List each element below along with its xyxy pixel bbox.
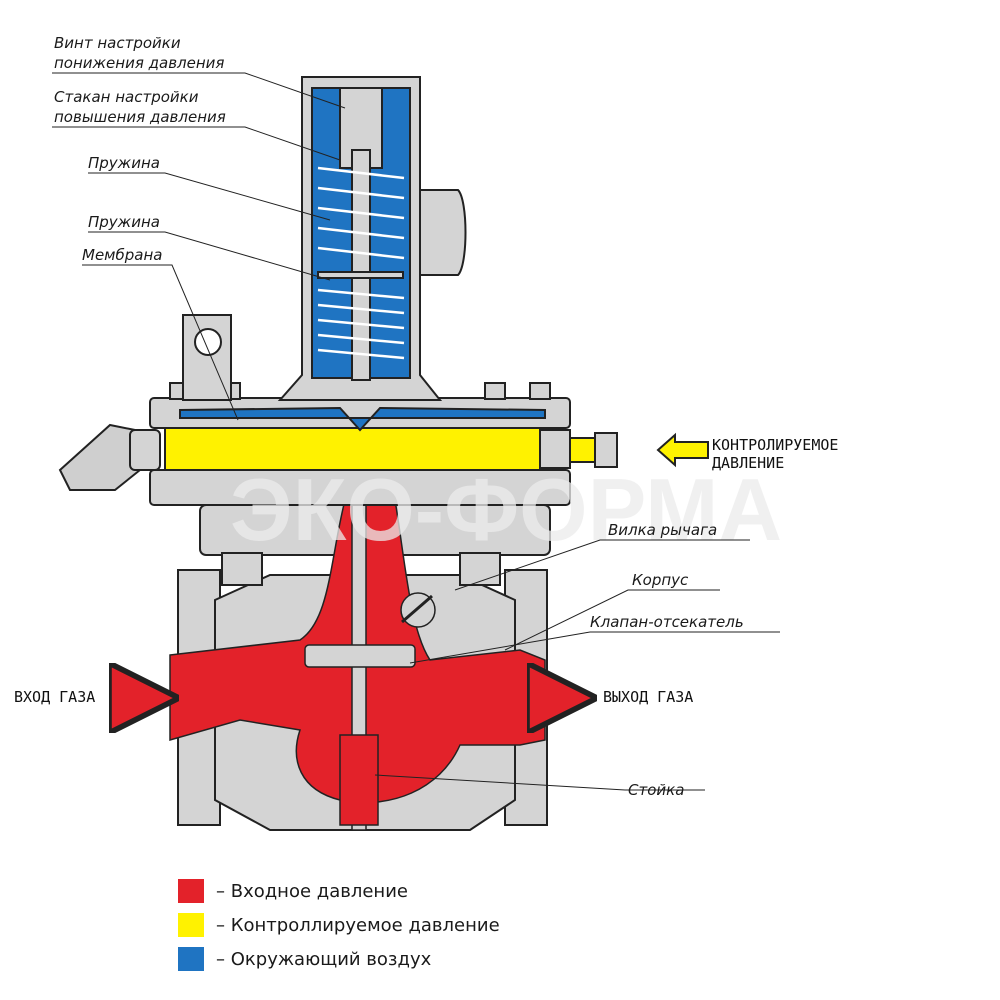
callout-shutoff-valve: Клапан-отсекатель (590, 613, 744, 631)
legend-swatch-blue (178, 947, 204, 971)
leader-lines (52, 72, 780, 791)
springs (317, 166, 405, 360)
callout-screw-line2: понижения давления (54, 54, 224, 72)
controlled-label-line2: ДАВЛЕНИЕ (712, 454, 784, 472)
legend-label: – Окружающий воздух (216, 948, 432, 970)
callout-stand: Стойка (628, 781, 684, 799)
callout-spring-1: Пружина (88, 154, 160, 172)
legend: – Входное давление – Контроллируемое дав… (178, 874, 500, 976)
controlled-pressure-pipe (539, 429, 709, 469)
outlet-label: ВЫХОД ГАЗА (603, 688, 693, 706)
spring-tower (277, 76, 467, 401)
callout-screw-line1: Винт настройки (54, 34, 181, 52)
legend-item-ambient: – Окружающий воздух (178, 942, 500, 976)
callout-cup-line1: Стакан настройки (54, 88, 199, 106)
callout-lever-fork: Вилка рычага (608, 521, 717, 539)
legend-label: – Входное давление (216, 880, 408, 902)
legend-swatch-red (178, 879, 204, 903)
legend-item-inlet: – Входное давление (178, 874, 500, 908)
inlet-label: ВХОД ГАЗА (14, 688, 95, 706)
legend-swatch-yellow (178, 913, 204, 937)
legend-item-controlled: – Контроллируемое давление (178, 908, 500, 942)
callout-membrane: Мембрана (82, 246, 162, 264)
legend-label: – Контроллируемое давление (216, 914, 500, 936)
callout-housing: Корпус (632, 571, 689, 589)
controlled-label-line1: КОНТРОЛИРУЕМОЕ (712, 436, 838, 454)
callout-cup-line2: повышения давления (54, 108, 226, 126)
watermark-text: ЭКО-ФОРМА (230, 460, 782, 559)
callout-spring-2: Пружина (88, 213, 160, 231)
diaphragm-housing (58, 314, 571, 506)
